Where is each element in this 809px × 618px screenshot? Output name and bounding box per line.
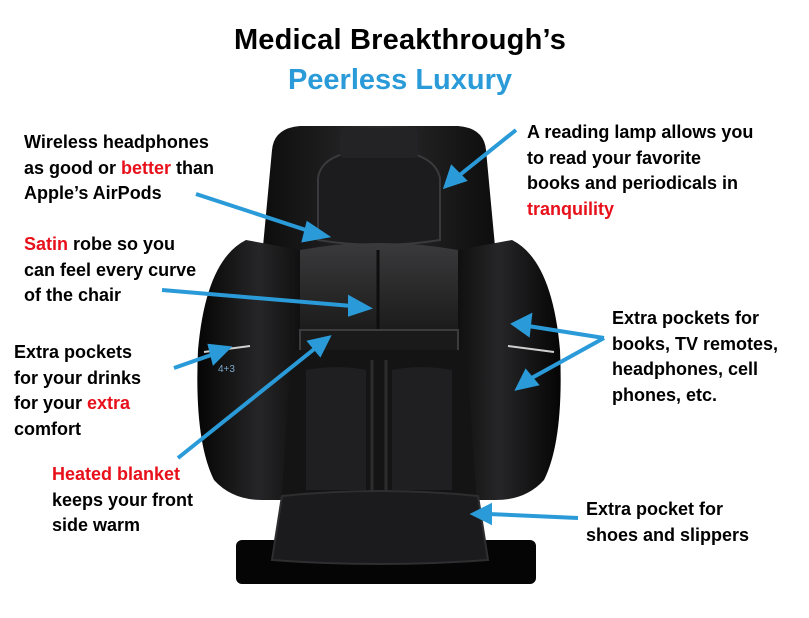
arrow-robe xyxy=(161,288,353,308)
callout-arrows xyxy=(161,128,605,526)
arrow-books-upper xyxy=(527,324,605,340)
callout-robe: Satin robe so you can feel every curve o… xyxy=(24,234,197,305)
chair-left-arm xyxy=(197,240,300,500)
chair-badge: 4+3 xyxy=(218,364,235,375)
arrow-shoes xyxy=(487,512,579,520)
callout-headphones: Wireless headphones as good or better th… xyxy=(24,132,215,203)
chair-headrest xyxy=(317,148,441,246)
callout-blanket: Heated blanket keeps your front side war… xyxy=(52,464,194,535)
arrow-lamp xyxy=(454,128,518,180)
callout-books: Extra pockets for books, TV remotes, hea… xyxy=(612,308,779,405)
chair-footrest xyxy=(270,490,490,565)
title-line-1: Medical Breakthrough’s xyxy=(233,24,567,56)
arrow-drinks xyxy=(173,352,215,370)
chair-right-arm xyxy=(458,240,561,500)
title-line-2: Peerless Luxury xyxy=(287,64,513,96)
arrow-books-lower xyxy=(527,336,605,382)
arrow-blanket xyxy=(176,344,320,460)
callout-lamp: A reading lamp allows you to read your f… xyxy=(527,122,754,219)
callout-drinks: Extra pockets for your drinks for your e… xyxy=(14,342,142,439)
callout-shoes: Extra pocket for shoes and slippers xyxy=(586,499,750,545)
arrow-headphones xyxy=(195,192,313,234)
chair-top-strap xyxy=(340,128,418,158)
